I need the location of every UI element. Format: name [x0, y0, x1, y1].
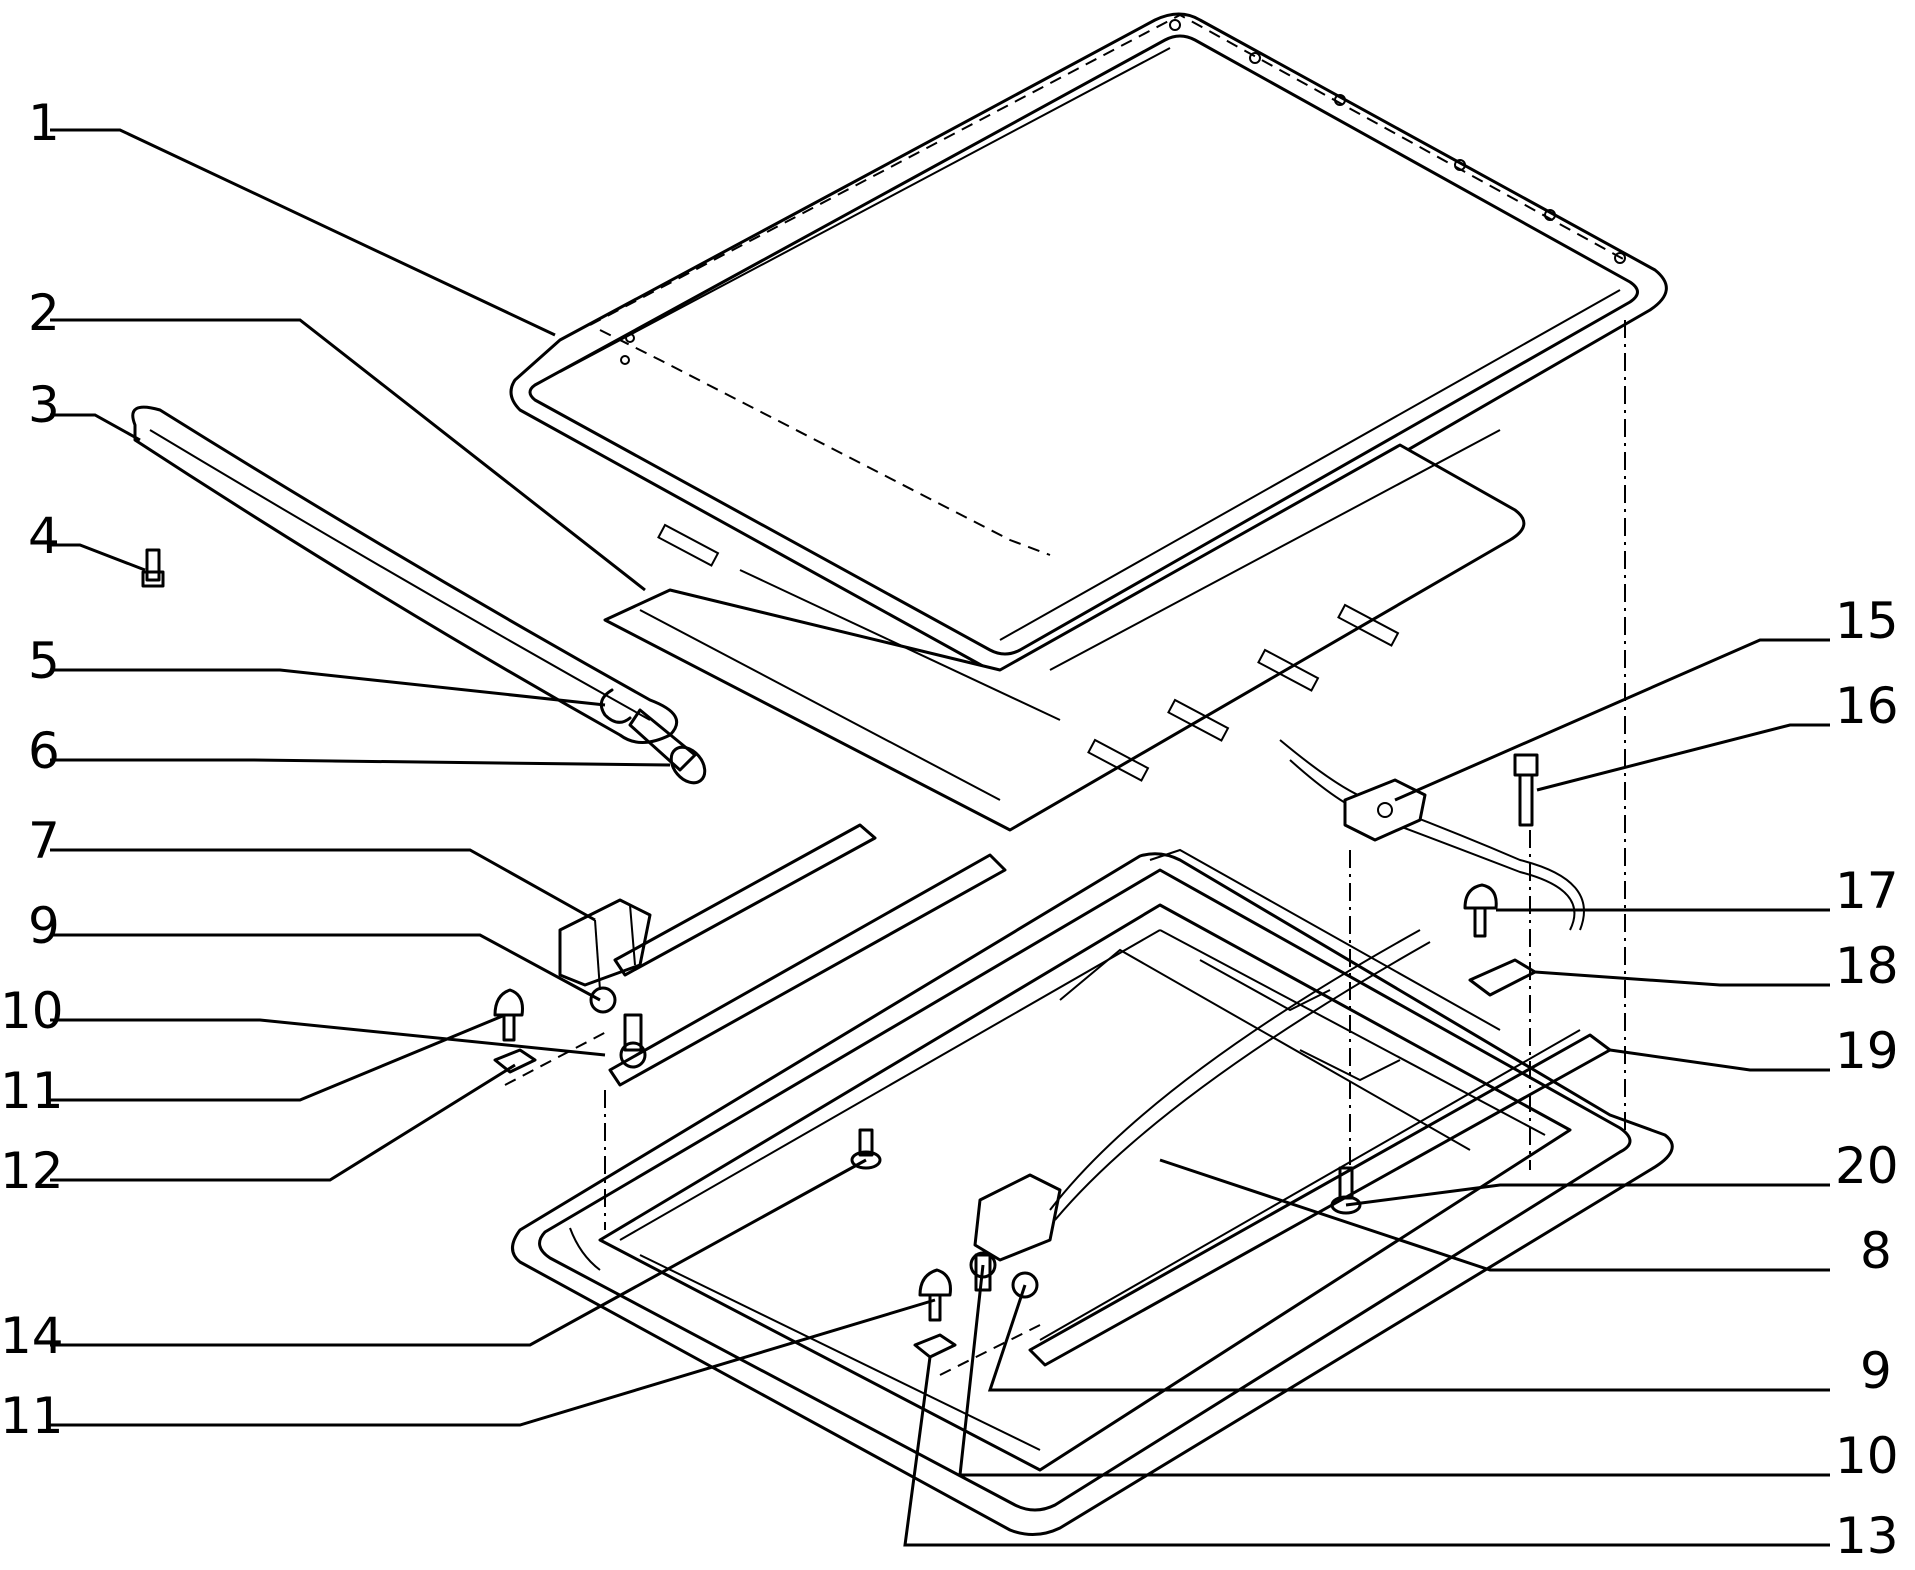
leader-lines — [50, 128, 1830, 1547]
callout-10: 10 — [0, 982, 64, 1040]
screw-4 — [141, 548, 165, 588]
callout-5: 5 — [28, 632, 60, 690]
pin — [628, 708, 707, 785]
callout-13: 13 — [1835, 1507, 1899, 1565]
roof-frame — [511, 848, 1674, 1536]
callout-9: 9 — [28, 897, 60, 955]
glass-panel — [509, 12, 1668, 676]
screw-14 — [850, 1128, 882, 1170]
callout-4: 4 — [28, 507, 60, 565]
callout-2: 2 — [28, 284, 60, 342]
callout-15: 15 — [1835, 592, 1899, 650]
callout-10-b: 10 — [1835, 1427, 1899, 1485]
callout-9-b: 9 — [1860, 1342, 1892, 1400]
callout-12: 12 — [0, 1142, 64, 1200]
callout-11: 11 — [0, 1062, 64, 1120]
plate-18 — [1468, 958, 1537, 997]
bolt-16 — [1513, 753, 1539, 827]
callout-6: 6 — [28, 722, 60, 780]
callout-labels: 1 2 3 4 5 6 7 9 10 11 12 14 11 15 16 17 … — [0, 94, 1899, 1565]
clip-ring — [599, 688, 632, 724]
right-bracket — [913, 929, 1431, 1376]
callout-16: 16 — [1835, 677, 1899, 735]
callout-1: 1 — [28, 94, 60, 152]
screw-17 — [1463, 883, 1498, 938]
callout-17: 17 — [1835, 862, 1899, 920]
wind-deflector — [131, 405, 679, 744]
callout-20: 20 — [1835, 1137, 1899, 1195]
callout-19: 19 — [1835, 1022, 1899, 1080]
left-bracket — [493, 898, 652, 1086]
sunshade-panel — [603, 429, 1526, 832]
callout-18: 18 — [1835, 937, 1899, 995]
callout-14: 14 — [0, 1307, 64, 1365]
callout-8: 8 — [1860, 1222, 1892, 1280]
callout-11-b: 11 — [0, 1387, 64, 1445]
screw-20 — [1330, 1166, 1362, 1215]
callout-7: 7 — [28, 812, 60, 870]
left-rail — [608, 823, 1007, 1087]
callout-3: 3 — [28, 376, 60, 434]
